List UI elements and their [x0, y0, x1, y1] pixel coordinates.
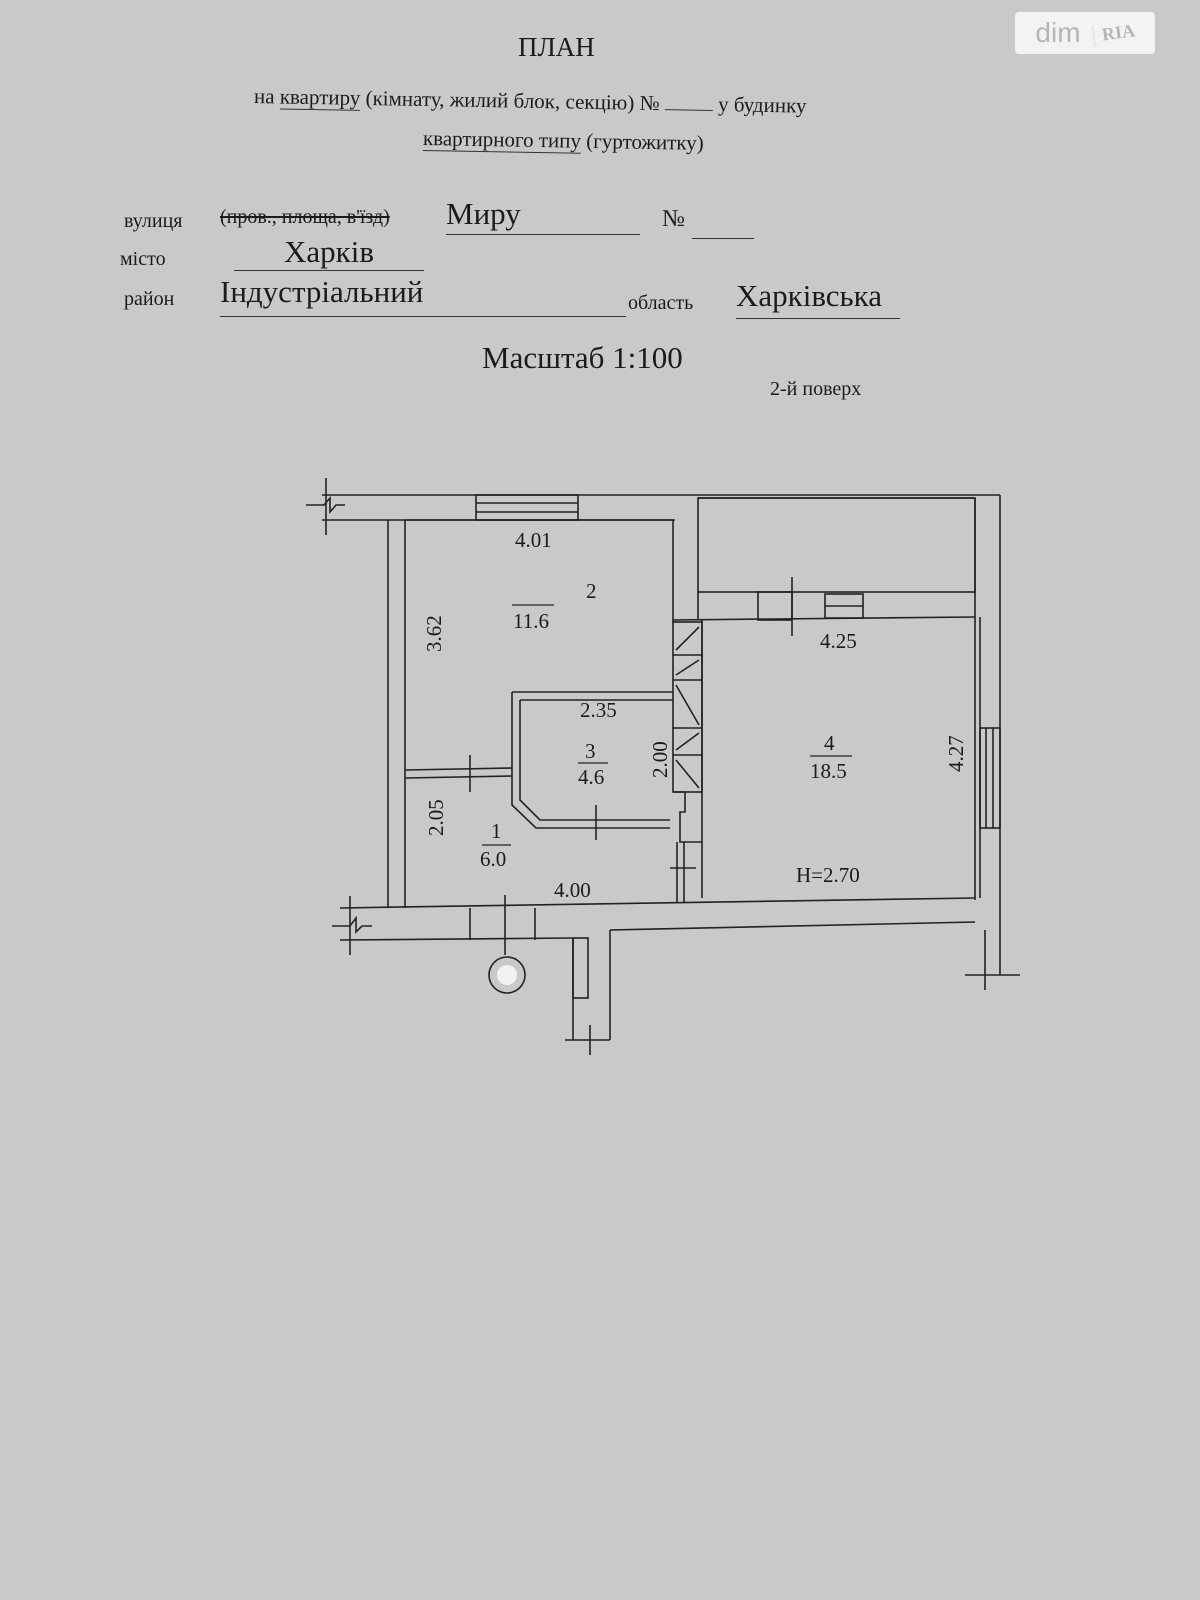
room2-number: 2 [586, 579, 597, 603]
dim-room3-width: 2.35 [580, 698, 617, 722]
street-label: вулиця [124, 210, 183, 232]
street-struck-options: (пров., площа, в'їзд) [220, 206, 390, 228]
break-marks [306, 478, 1020, 1055]
region-label: область [628, 292, 694, 314]
column-circle-fill [497, 965, 517, 985]
column-circle [488, 956, 526, 994]
plan-labels: 4.01 3.62 2 11.6 2.35 2.00 3 4.6 2.05 1 … [422, 528, 968, 902]
region-value: Харківська [736, 278, 900, 319]
room2-area: 11.6 [513, 609, 549, 633]
dim-room1-width: 4.00 [554, 878, 591, 902]
document-title: ПЛАН [518, 32, 595, 62]
room1-area: 6.0 [480, 847, 506, 871]
house-number-blank [692, 238, 754, 239]
room1-number: 1 [491, 819, 502, 843]
room4-area: 18.5 [810, 759, 847, 783]
dim-ria-watermark: dim RIA [1015, 12, 1155, 54]
room4-number: 4 [824, 731, 835, 755]
room3-number: 3 [585, 739, 596, 763]
street-value: Миру [446, 196, 640, 235]
windows [475, 494, 1001, 829]
city-label: місто [120, 248, 166, 270]
dim-room2-width: 4.01 [515, 528, 552, 552]
district-value: Індустріальний [220, 274, 626, 317]
dim-room2-length: 3.62 [422, 615, 446, 652]
dim-room1-length: 2.05 [424, 799, 448, 836]
room3-area: 4.6 [578, 765, 604, 789]
scale-label: Масштаб 1:100 [482, 340, 683, 375]
city-value: Харків [234, 234, 424, 271]
door-marks [469, 577, 793, 869]
district-label: район [124, 288, 175, 310]
dim-room4-length: 4.27 [944, 735, 968, 772]
dim-room4-width: 4.25 [820, 629, 857, 653]
dim-room3-length: 2.00 [648, 741, 672, 778]
number-label: № [662, 206, 685, 232]
floor-label: 2-й поверх [770, 378, 862, 400]
ceiling-height: H=2.70 [796, 863, 860, 887]
watermark-brand: dim [1035, 17, 1081, 48]
